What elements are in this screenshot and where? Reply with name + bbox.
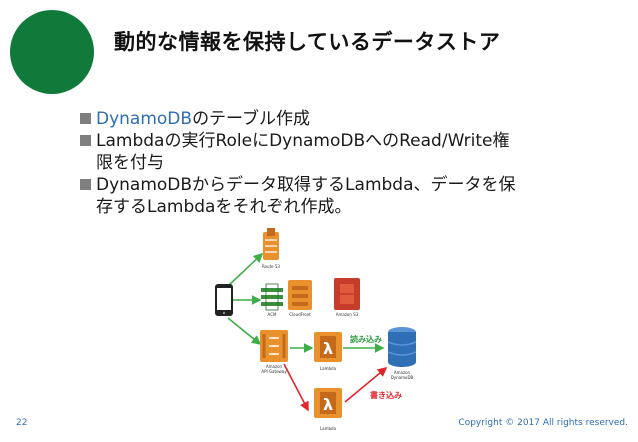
svg-text:λ: λ <box>323 395 333 414</box>
api-gateway-label-2: API Gateway <box>261 369 287 374</box>
arrow-to-route53 <box>227 252 264 287</box>
acm-label: ACM <box>268 312 277 317</box>
svg-text:λ: λ <box>323 339 333 358</box>
dynamodb-label-2: DynamoDB <box>391 375 414 380</box>
bullet-square <box>80 179 91 190</box>
logo-circle <box>10 10 94 94</box>
bullet-3-line1: DynamoDBからデータ取得するLambda、データを保 <box>96 175 516 195</box>
bullet-3: DynamoDBからデータ取得するLambda、データを保 存するLambdaを… <box>80 174 600 218</box>
bullet-3-line2: 存するLambdaをそれぞれ作成。 <box>96 197 352 217</box>
arrow-to-apigw <box>227 317 262 346</box>
api-gateway-label-1: Amazon <box>266 364 283 369</box>
lambda-label: Lambda <box>320 366 337 371</box>
slide-title: 動的な情報を保持しているデータストア <box>114 30 501 54</box>
dynamodb-label-1: Amazon <box>394 370 411 375</box>
arrow-lambda2-dynamo <box>344 366 388 403</box>
cloudfront-icon <box>288 280 312 310</box>
arrow-apigw-lambda2 <box>283 363 309 412</box>
bullet-square <box>80 135 91 146</box>
lambda-icon: λ <box>314 332 342 362</box>
s3-icon <box>334 278 360 310</box>
bullet-list: DynamoDBのテーブル作成 Lambdaの実行RoleにDynamoDBへの… <box>80 108 600 218</box>
bullet-square <box>80 113 91 124</box>
page-number: 22 <box>16 418 28 428</box>
route53-label: Route 53 <box>262 264 280 269</box>
route53-icon <box>263 228 279 260</box>
bullet-1-text: のテーブル作成 <box>192 109 311 129</box>
write-label: 書き込み <box>370 390 402 400</box>
dynamodb-icon <box>387 327 417 367</box>
s3-label: Amazon S3 <box>336 312 359 317</box>
bullet-2-line2: 限を付与 <box>96 153 164 173</box>
bullet-1: DynamoDBのテーブル作成 <box>80 108 600 130</box>
bullet-1-highlight: DynamoDB <box>96 109 193 129</box>
lambda2-label: Lambda <box>320 426 337 431</box>
api-gateway-icon <box>260 330 288 362</box>
acm-icon <box>261 283 283 311</box>
architecture-diagram: Route 53 ACM CloudFront Amazon S3 Amazon… <box>215 228 417 431</box>
mobile-device-icon <box>215 284 233 316</box>
copyright-text: Copyright © 2017 All rights reserved. <box>458 418 628 428</box>
cloudfront-label: CloudFront <box>289 312 311 317</box>
bullet-2: Lambdaの実行RoleにDynamoDBへのRead/Write権 限を付与 <box>80 130 600 174</box>
lambda-icon: λ <box>314 388 342 418</box>
bullet-2-line1: Lambdaの実行RoleにDynamoDBへのRead/Write権 <box>96 131 510 151</box>
read-label: 読み込み <box>350 334 382 344</box>
